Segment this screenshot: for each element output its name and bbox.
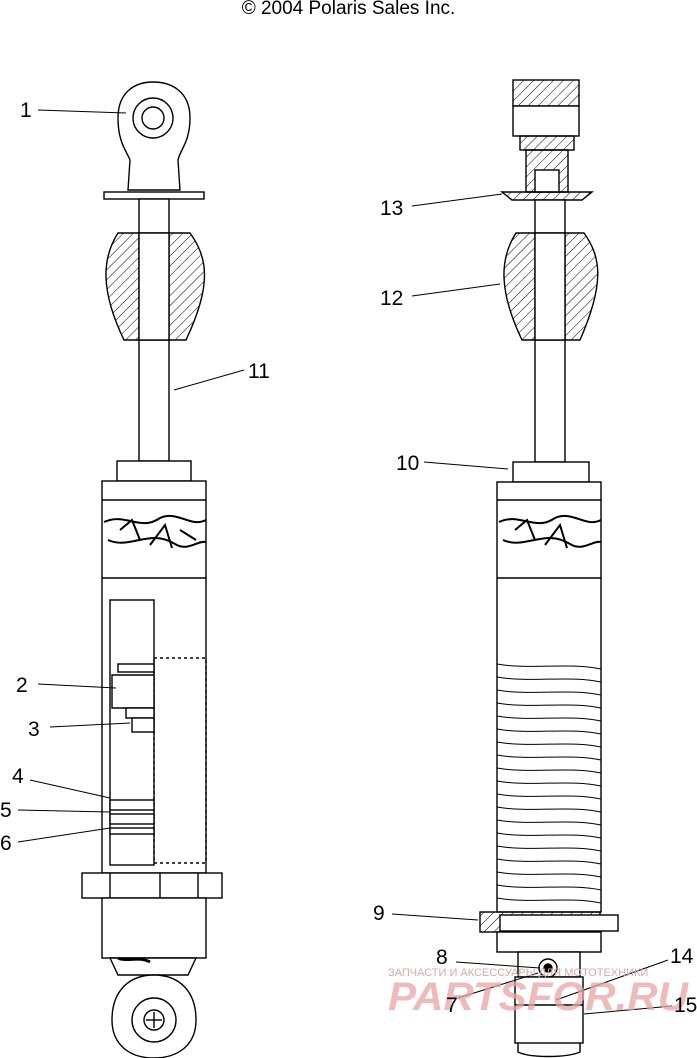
collar-nut bbox=[81, 872, 223, 899]
bottom-clevis bbox=[514, 951, 584, 1058]
top-eyelet bbox=[103, 81, 205, 200]
body-logo-graphic bbox=[103, 515, 207, 549]
callout-9: 9 bbox=[373, 902, 385, 925]
callout-7: 7 bbox=[446, 994, 458, 1017]
callout-11: 11 bbox=[248, 360, 270, 383]
callout-12: 12 bbox=[380, 287, 403, 310]
svg-text:PARTSFOR.RU: PARTSFOR.RU bbox=[388, 975, 689, 1019]
copyright-text: © 2004 Polaris Sales Inc. bbox=[241, 0, 456, 19]
cutaway-section bbox=[109, 599, 207, 866]
callout-8: 8 bbox=[436, 946, 448, 969]
callout-4: 4 bbox=[12, 765, 24, 788]
callout-2: 2 bbox=[16, 674, 28, 697]
callout-10: 10 bbox=[396, 452, 419, 475]
shock-body-right bbox=[496, 481, 602, 913]
callout-labels: 1 2 3 4 5 6 7 8 9 10 11 12 13 14 15 bbox=[0, 99, 697, 1017]
bottom-eyelet bbox=[111, 974, 197, 1058]
callout-5: 5 bbox=[0, 799, 12, 822]
callout-1: 1 bbox=[20, 99, 32, 122]
spring-coils bbox=[496, 663, 602, 904]
callout-13: 13 bbox=[380, 197, 403, 220]
svg-text:ЗАПЧАСТИ И АКСЕССУАРЫ ДЛЯ МОТО: ЗАПЧАСТИ И АКСЕССУАРЫ ДЛЯ МОТОТЕХНИКИ bbox=[388, 967, 648, 979]
callout-14: 14 bbox=[670, 945, 694, 968]
top-mount bbox=[512, 79, 580, 193]
callout-6: 6 bbox=[0, 832, 12, 855]
callout-3: 3 bbox=[28, 718, 40, 741]
washer bbox=[500, 191, 594, 201]
leader-lines bbox=[17, 109, 673, 1015]
watermark: ЗАПЧАСТИ И АКСЕССУАРЫ ДЛЯ МОТОТЕХНИКИ PA… bbox=[388, 967, 689, 1019]
callout-15: 15 bbox=[674, 994, 697, 1017]
left-shock bbox=[81, 81, 223, 1058]
right-shock bbox=[479, 79, 619, 1058]
